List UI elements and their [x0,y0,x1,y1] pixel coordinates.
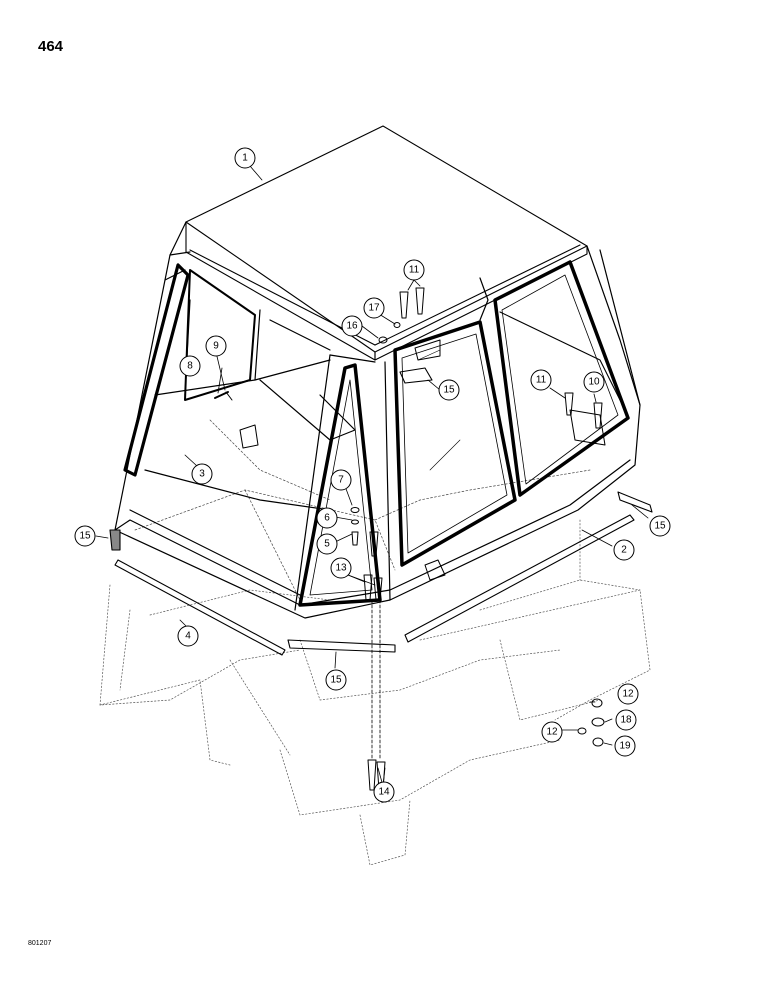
callout-12-upper: 12 [617,683,639,705]
callout-label: 7 [338,475,344,486]
callout-15-center: 15 [438,379,460,401]
callout-label: 15 [654,521,666,532]
callout-label: 2 [621,545,627,556]
callout-15-right: 15 [649,515,671,537]
callout-13: 13 [330,557,352,579]
callout-9: 9 [205,335,227,357]
callout-6: 6 [316,507,338,529]
callout-5: 5 [316,533,338,555]
cab-frame [114,221,641,619]
callout-18: 18 [615,709,637,731]
callout-label: 6 [324,513,330,524]
callout-1: 1 [234,147,256,169]
callout-label: 11 [536,375,547,386]
callout-15-left: 15 [74,525,96,547]
hardware [214,287,605,747]
callout-16: 16 [341,315,363,337]
callout-label: 4 [185,631,191,642]
callout-10: 10 [583,371,605,393]
leader-lines [95,165,649,787]
callout-label: 12 [546,727,558,738]
mounting-bolt-lines [371,599,381,761]
callouts: 1 2 3 4 5 6 7 8 9 10 11 11 12 12 13 14 1… [74,147,671,803]
callout-label: 15 [330,675,342,686]
callout-label: 15 [79,531,91,542]
callout-2: 2 [613,539,635,561]
callout-label: 16 [346,321,358,332]
seal-strips [109,367,653,653]
right-window-seal [493,260,630,497]
callout-label: 3 [199,469,205,480]
callout-8: 8 [179,355,201,377]
door-window-seal [393,320,517,567]
callout-label: 9 [213,341,219,352]
callout-15-bottom: 15 [325,669,347,691]
callout-label: 18 [620,715,632,726]
callout-label: 1 [242,153,248,164]
callout-label: 5 [324,539,330,550]
callout-12-lower: 12 [541,721,563,743]
callout-17: 17 [363,297,385,319]
callout-11-right: 11 [530,369,552,391]
callout-7: 7 [330,469,352,491]
callout-label: 10 [588,377,600,388]
callout-label: 14 [378,787,390,798]
callout-19: 19 [614,735,636,757]
callout-label: 12 [622,689,634,700]
callout-4: 4 [177,625,199,647]
callout-label: 19 [619,741,631,752]
callout-11-top: 11 [403,259,425,281]
machine-body-outline [99,519,651,866]
callout-14: 14 [373,781,395,803]
drawing-code: 801207 [28,940,52,947]
callout-label: 8 [187,361,193,372]
page-number: 464 [38,38,64,55]
callout-label: 13 [335,563,347,574]
callout-label: 15 [443,385,455,396]
callout-label: 17 [368,303,380,314]
callout-label: 11 [409,265,420,276]
callout-3: 3 [191,463,213,485]
trim-strip-4 [114,559,286,656]
trim-strip-2 [404,514,635,643]
